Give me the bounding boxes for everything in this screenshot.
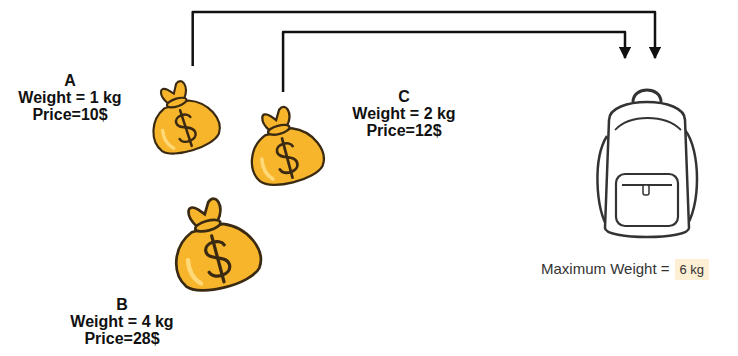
money-bag-icon — [238, 92, 330, 192]
label-text: Price=28$ — [52, 330, 192, 347]
label-text: 6 kg — [680, 261, 705, 278]
item-label: AWeight = 1 kgPrice=10$ — [5, 72, 135, 123]
label-text: Price=12$ — [334, 122, 474, 139]
item-name: B — [52, 296, 192, 313]
item-name: C — [334, 88, 474, 105]
item-bag: CWeight = 2 kgPrice=12$ — [238, 92, 330, 192]
item-label: BWeight = 4 kgPrice=28$ — [52, 296, 192, 347]
label-text: Weight = 1 kg — [5, 89, 135, 106]
item-bag: AWeight = 1 kgPrice=10$ — [140, 66, 225, 161]
label-text: Weight = 4 kg — [52, 313, 192, 330]
capacity-value: 6 kg — [675, 259, 710, 280]
label-text: Weight = 2 kg — [334, 105, 474, 122]
backpack-icon — [585, 58, 710, 248]
item-bag: BWeight = 4 kgPrice=28$ — [148, 186, 280, 294]
item-label: CWeight = 2 kgPrice=12$ — [334, 88, 474, 139]
knapsack: Maximum Weight = — [585, 58, 710, 248]
flow-arrow — [283, 32, 625, 92]
money-bag-icon — [148, 186, 280, 294]
money-bag-icon — [140, 66, 225, 161]
label-text: Maximum Weight = — [541, 260, 670, 278]
item-name: A — [5, 72, 135, 89]
item-label: Maximum Weight = — [541, 260, 670, 278]
label-text: Price=10$ — [5, 106, 135, 123]
flow-arrow — [193, 12, 655, 66]
